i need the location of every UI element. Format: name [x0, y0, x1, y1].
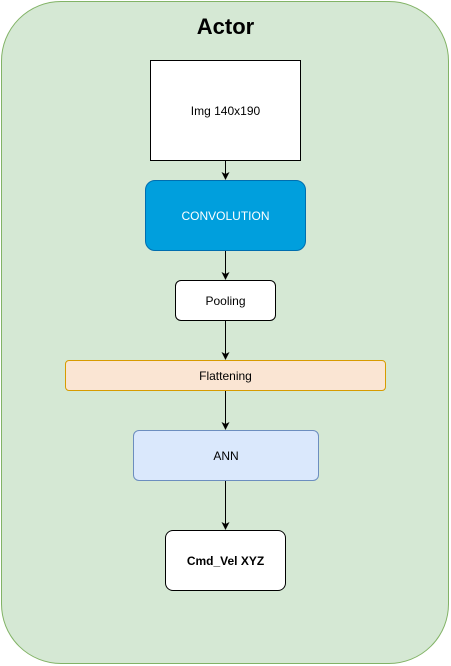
node-ann: ANN: [133, 430, 319, 481]
node-pooling: Pooling: [175, 280, 276, 321]
node-cmd-vel-output: Cmd_Vel XYZ: [165, 530, 286, 591]
node-flattening: Flattening: [65, 360, 386, 391]
node-image-input: Img 140x190: [150, 60, 301, 161]
node-convolution: CONVOLUTION: [145, 180, 306, 251]
diagram-title: Actor: [196, 14, 255, 39]
